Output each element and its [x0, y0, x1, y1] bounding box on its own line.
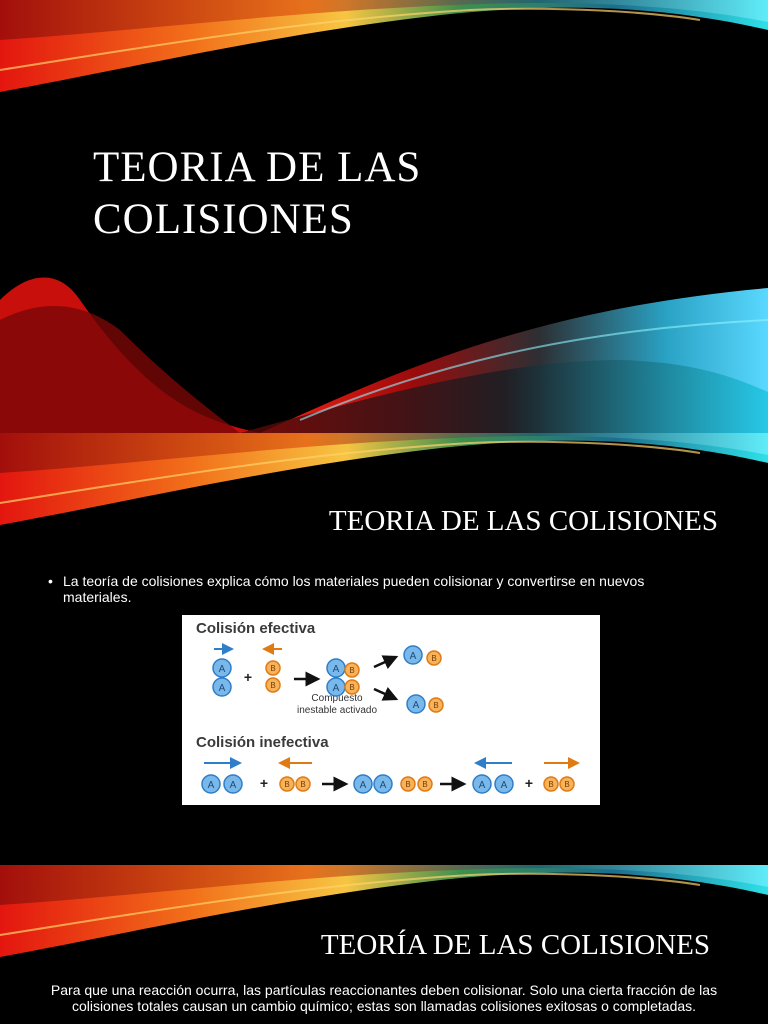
svg-text:B: B: [270, 664, 275, 673]
svg-text:A: A: [479, 780, 486, 791]
top-wave-decoration: [0, 433, 768, 525]
svg-text:B: B: [548, 780, 553, 789]
svg-text:A: A: [219, 683, 226, 694]
ineffective-collision-heading: Colisión inefectiva: [196, 734, 329, 751]
svg-text:+: +: [525, 775, 533, 791]
bullet-text: • La teoría de colisiones explica cómo l…: [48, 573, 703, 605]
svg-text:B: B: [433, 701, 438, 710]
svg-text:A: A: [219, 664, 226, 675]
particle-a: [212, 658, 232, 678]
svg-text:B: B: [422, 780, 427, 789]
svg-text:B: B: [270, 681, 275, 690]
svg-text:A: A: [413, 700, 420, 711]
svg-text:A: A: [333, 664, 340, 675]
svg-text:A: A: [333, 683, 340, 694]
slide-title-heading: TEORIA DE LAS COLISIONES: [93, 144, 422, 243]
top-wave-decoration: [0, 0, 768, 92]
bottom-wave-decoration: [0, 277, 768, 433]
svg-text:B: B: [405, 780, 410, 789]
top-wave-decoration: [0, 865, 768, 957]
svg-text:B: B: [349, 666, 354, 675]
svg-text:A: A: [410, 651, 417, 662]
svg-text:A: A: [360, 780, 367, 791]
particle-b: [265, 660, 281, 676]
svg-text:A: A: [501, 780, 508, 791]
collision-diagram: Colisión efectiva Colisión inefectiva Co…: [182, 615, 600, 805]
svg-text:B: B: [431, 654, 436, 663]
svg-text:B: B: [564, 780, 569, 789]
slide-collision-conditions: TEORÍA DE LAS COLISIONES Para que una re…: [0, 865, 768, 1024]
svg-text:+: +: [260, 775, 268, 791]
bullet-content: La teoría de colisiones explica cómo los…: [63, 573, 645, 605]
plus-sign: +: [244, 669, 252, 685]
effective-collision-heading: Colisión efectiva: [196, 620, 316, 637]
svg-text:B: B: [284, 780, 289, 789]
svg-text:B: B: [349, 683, 354, 692]
svg-text:A: A: [230, 780, 237, 791]
particle-a: [212, 677, 232, 697]
slide-theory-explanation: TEORIA DE LAS COLISIONES • La teoría de …: [0, 433, 768, 865]
svg-text:A: A: [380, 780, 387, 791]
svg-text:A: A: [208, 780, 215, 791]
slide-title: TEORIA DE LAS COLISIONES: [0, 0, 768, 433]
collision-diagram-graphics: A A + B B A B A B: [201, 643, 580, 794]
svg-text:B: B: [300, 780, 305, 789]
body-paragraph: Para que una reacción ocurra, las partíc…: [50, 982, 718, 1014]
slide-heading: TEORÍA DE LAS COLISIONES: [320, 929, 710, 961]
compound-caption: Compuesto inestable activado: [296, 693, 378, 716]
particle-b: [265, 677, 281, 693]
slide-heading: TEORIA DE LAS COLISIONES: [328, 505, 718, 537]
bullet-marker: •: [48, 573, 53, 589]
